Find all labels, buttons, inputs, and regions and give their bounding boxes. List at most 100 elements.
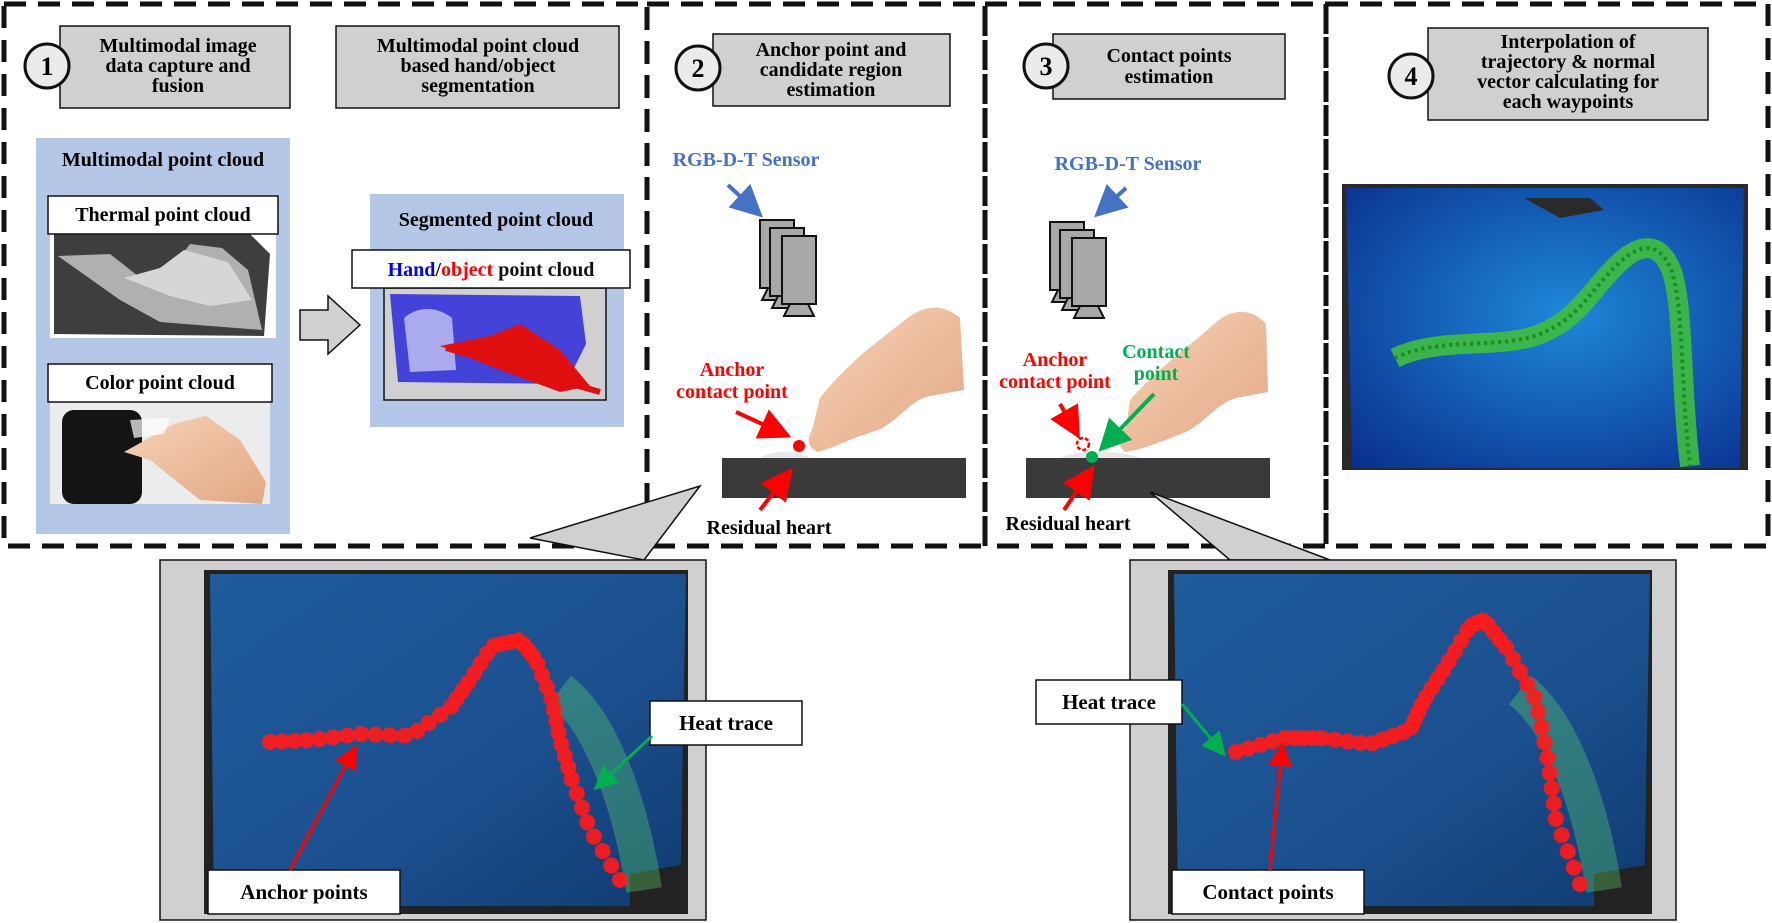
flow-arrow <box>299 294 362 356</box>
trace-point <box>286 732 303 749</box>
heat-trace-label: Heat trace <box>1062 690 1156 714</box>
trace-point <box>586 828 602 845</box>
panel-3-scene: RGB-D-T Sensor Anchor contact point Cont… <box>999 153 1270 535</box>
legend-suffix: point cloud <box>493 259 594 281</box>
trace-point <box>311 731 328 748</box>
segmented-point-cloud-panel: Segmented point cloud Hand/object point … <box>351 194 631 427</box>
contact-points-label: Contact points <box>1202 880 1333 904</box>
trace-point <box>1313 730 1330 747</box>
contact-arrow <box>1098 392 1156 452</box>
heat-trace-arrow <box>1180 703 1226 757</box>
trace-point <box>382 727 398 744</box>
heat-residue <box>1060 452 1140 458</box>
residual-heart-surface <box>1026 458 1270 498</box>
trace-point <box>1533 719 1550 736</box>
contact-points-zoom-panel: Heat trace Contact points <box>1035 559 1677 921</box>
residual-label: Residual heart <box>707 517 832 539</box>
trace-point <box>579 814 596 831</box>
step-title-line: trajectory & normal <box>1481 51 1656 73</box>
anchor-points-dots <box>262 632 628 888</box>
trace-point <box>1240 740 1257 757</box>
thermal-label: Thermal point cloud <box>75 204 251 226</box>
trace-point <box>1559 843 1576 860</box>
step-2-header: Anchor point and candidate region estima… <box>712 33 951 107</box>
trace-point <box>1536 734 1553 751</box>
trace-point <box>1504 650 1521 667</box>
thermal-point-cloud-image <box>50 224 276 338</box>
trace-point <box>262 734 278 750</box>
step-number: 4 <box>1405 62 1418 91</box>
trace-point <box>1326 731 1343 748</box>
trace-point <box>1530 703 1547 720</box>
trace-point <box>1339 733 1356 750</box>
step-title-line: vector calculating for <box>1477 71 1659 93</box>
anchor-points-label: Anchor points <box>240 880 367 904</box>
anchor-label-line: contact point <box>999 371 1111 393</box>
anchor-label-line: Anchor <box>700 359 765 381</box>
trace-point <box>594 843 611 860</box>
step-4-header: Interpolation of trajectory & normal vec… <box>1427 27 1709 121</box>
anchor-points-arrow <box>288 744 357 871</box>
step-number: 3 <box>1040 52 1053 81</box>
finger-hand-image <box>1119 311 1268 452</box>
sensor-label: RGB-D-T Sensor <box>673 149 820 171</box>
trace-point <box>1545 795 1562 812</box>
trace-point <box>353 726 370 743</box>
trace-point <box>367 726 384 743</box>
heat-trace-arrow <box>593 734 654 791</box>
trace-point <box>1352 734 1369 751</box>
step-title-line: candidate region <box>760 59 902 81</box>
sensor-arrow <box>726 183 763 218</box>
step-number: 2 <box>692 54 705 83</box>
step-title-line: segmentation <box>421 75 534 97</box>
legend-object: object <box>441 259 494 281</box>
anchor-point-marker <box>793 440 805 452</box>
anchor-label-line: contact point <box>676 381 788 403</box>
panel-3-border <box>982 1 1329 549</box>
trace-point <box>1572 876 1588 892</box>
rgbdt-sensor-icon <box>1049 221 1107 319</box>
anchor-arrow <box>735 409 792 439</box>
anchor-label-line: Anchor <box>1023 349 1088 371</box>
color-point-cloud-image <box>50 398 270 504</box>
step-title-line: data capture and <box>105 55 250 77</box>
hand-object-legend: Hand/object point cloud <box>388 259 595 281</box>
contact-points-arrow <box>1268 742 1293 871</box>
legend-slash: / <box>434 259 441 281</box>
trace-point <box>409 723 426 740</box>
trace-point <box>1541 764 1558 781</box>
multimodal-title: Multimodal point cloud <box>62 149 264 171</box>
trace-point <box>1512 663 1529 680</box>
sensor-label: RGB-D-T Sensor <box>1055 153 1202 175</box>
trace-point <box>396 727 413 744</box>
step-2-badge: 2 <box>674 44 722 92</box>
finger-hand-image <box>808 307 964 452</box>
contact-label-line: point <box>1134 363 1179 385</box>
trace-point <box>1526 689 1543 706</box>
contact-point-marker <box>1086 451 1098 463</box>
step-title-line: estimation <box>787 79 876 101</box>
step-title-line: Anchor point and <box>756 39 907 61</box>
panel-1-border <box>1 1 650 549</box>
step-title-line: based hand/object <box>400 55 555 77</box>
step-title-line: Multimodal point cloud <box>377 35 579 57</box>
trace-point <box>1553 827 1570 844</box>
contact-points-dots <box>1228 612 1588 892</box>
trace-point <box>568 785 585 802</box>
trace-point <box>1228 744 1244 760</box>
trace-point <box>603 857 620 874</box>
step-title-line: Interpolation of <box>1501 31 1636 53</box>
sensor-arrow <box>1094 183 1129 218</box>
trace-point <box>1252 736 1269 753</box>
legend-hand: Hand <box>388 259 436 281</box>
anchor-point-marker <box>1075 436 1091 452</box>
trace-point <box>420 714 437 731</box>
trace-point <box>1539 749 1556 766</box>
panel-2-scene: RGB-D-T Sensor Anchor contact point Resi… <box>673 149 966 539</box>
step-3-badge: 3 <box>1022 42 1070 90</box>
trace-point <box>574 799 590 816</box>
step-1-badge: 1 <box>23 42 71 90</box>
trace-point <box>1565 859 1582 876</box>
residual-label: Residual heart <box>1006 513 1131 535</box>
